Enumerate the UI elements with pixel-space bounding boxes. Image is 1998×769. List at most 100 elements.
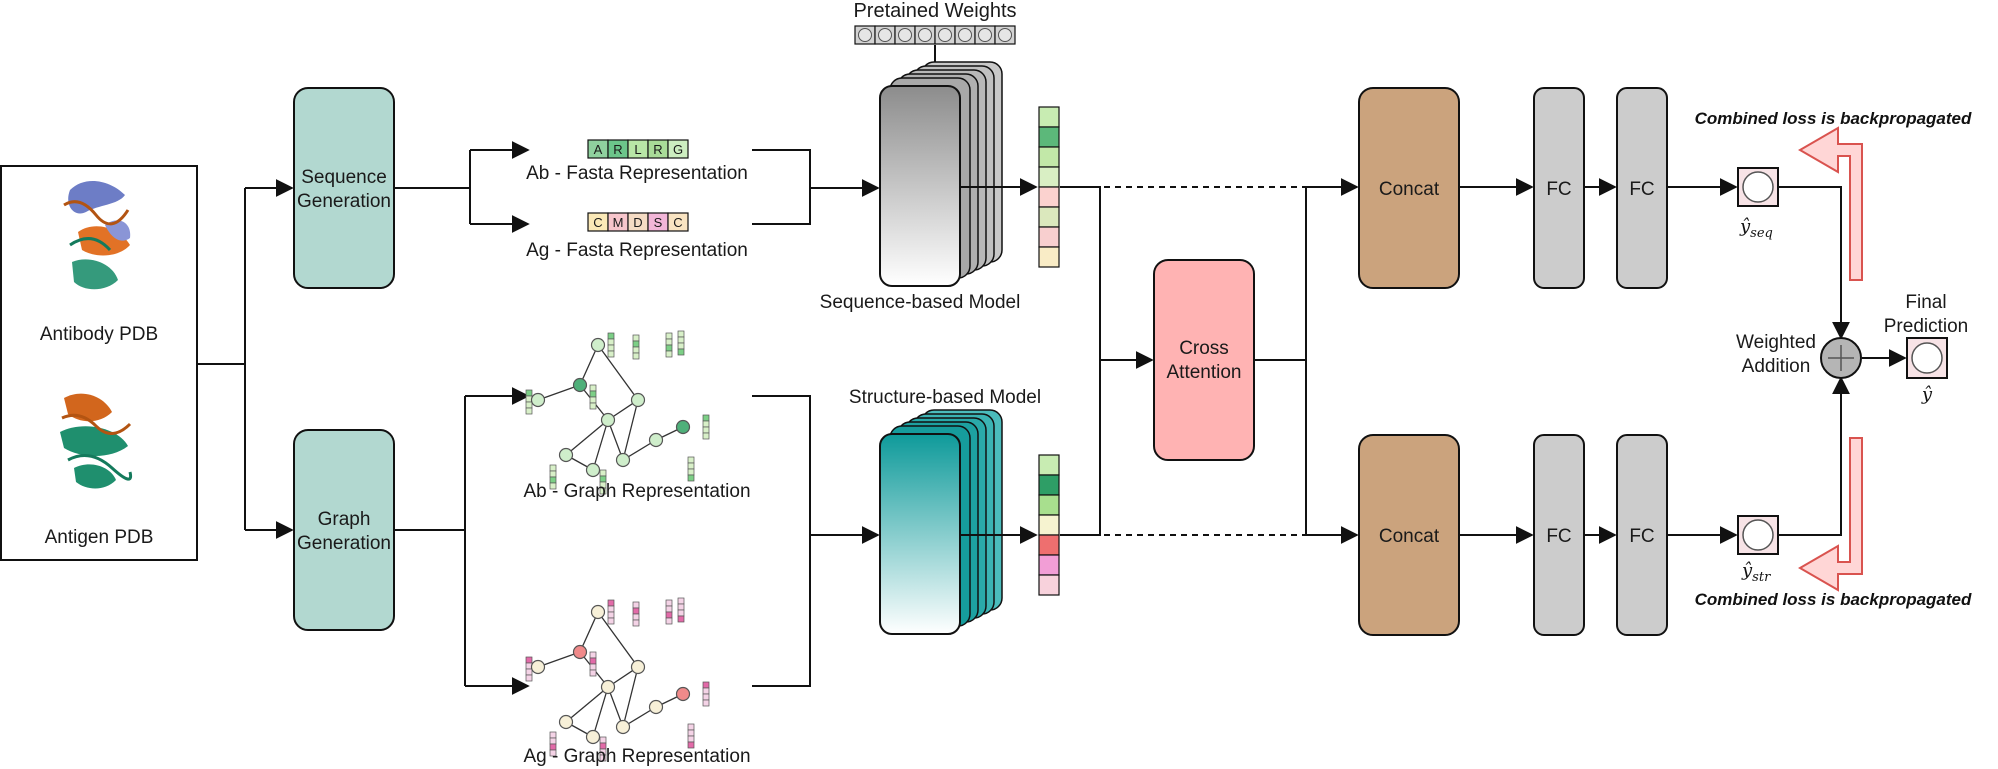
- final-label-2: Prediction: [1884, 316, 1969, 337]
- graph-feature-vector: [549, 464, 557, 490]
- graph-feature-vector: [549, 731, 557, 757]
- graph-node: [590, 604, 606, 620]
- graph-edge: [579, 344, 599, 386]
- graph-generation-box: Graph Generation: [293, 429, 395, 631]
- y-seq-output-node: ŷseq: [1737, 167, 1779, 241]
- graph-feature-vector: [525, 389, 533, 415]
- graph-feature-vector: [589, 651, 597, 677]
- embedding-cell: [1038, 574, 1060, 596]
- sequence-generation-label-1: Sequence: [301, 167, 387, 188]
- weight-cell: [914, 25, 936, 45]
- graph-node: [585, 462, 601, 478]
- weight-cell: [954, 25, 976, 45]
- ag-fasta-label: Ag - Fasta Representation: [526, 240, 748, 261]
- pretrained-weights: Pretained Weights: [853, 0, 1017, 86]
- graph-node: [572, 377, 588, 393]
- cross-attention-connectors: [1254, 178, 1359, 544]
- embedding-cell: [1038, 106, 1060, 128]
- antibody-pdb-label: Antibody PDB: [40, 324, 158, 345]
- graph-edge: [607, 686, 624, 728]
- structure-model-stack: Structure-based Model: [849, 387, 1041, 635]
- structure-embedding-vector: [1038, 454, 1060, 596]
- sequence-model-label: Sequence-based Model: [820, 292, 1021, 313]
- embedding-cell: [1038, 186, 1060, 208]
- graph-feature-vector: [665, 599, 673, 625]
- y-seq-label: ŷseq: [1739, 216, 1773, 241]
- residue-letter: R: [613, 142, 622, 157]
- fc-box-top-2: FC: [1616, 87, 1668, 289]
- embedding-cell: [1038, 166, 1060, 188]
- y-str-label: ŷstr: [1741, 560, 1771, 585]
- graph-feature-vector: [599, 736, 607, 762]
- antigen-pdb-label: Antigen PDB: [45, 527, 154, 548]
- y-str-output-node: ŷstr: [1737, 515, 1779, 585]
- residue-cell: R: [607, 139, 629, 159]
- cross-attention-label-2: Attention: [1167, 362, 1242, 383]
- loss-label-top: Combined loss is backpropagated: [1695, 109, 1972, 128]
- graph-generation-label-2: Generation: [297, 533, 391, 554]
- graph-edge: [565, 686, 609, 723]
- graph-feature-vector: [607, 332, 615, 358]
- graph-feature-vector: [702, 681, 710, 707]
- fc-label-top-2: FC: [1629, 179, 1654, 200]
- ag-graph-label: Ag - Graph Representation: [523, 746, 750, 767]
- ab-graph-image: [525, 330, 710, 495]
- concat-label-bottom: Concat: [1379, 526, 1440, 547]
- ab-graph-label: Ab - Graph Representation: [523, 481, 750, 502]
- concat-label-top: Concat: [1379, 179, 1440, 200]
- sequence-model-stack: Sequence-based Model: [820, 61, 1021, 313]
- fc-box-bottom-1: FC: [1533, 434, 1585, 636]
- graph-feature-vector: [702, 414, 710, 440]
- embedding-cell: [1038, 474, 1060, 496]
- ag-graph-image: [525, 597, 710, 762]
- embedding-cell: [1038, 206, 1060, 228]
- graph-edge: [565, 419, 609, 456]
- fc-label-top-1: FC: [1546, 179, 1571, 200]
- residue-letter: R: [653, 142, 662, 157]
- graph-node: [572, 644, 588, 660]
- graph-feature-vector: [665, 332, 673, 358]
- embedding-connectors: [960, 178, 1352, 544]
- embedding-cell: [1038, 554, 1060, 576]
- embedding-cell: [1038, 494, 1060, 516]
- cross-attention-box: Cross Attention: [1153, 259, 1255, 461]
- graph-feature-vector: [607, 599, 615, 625]
- head-connectors: [1459, 178, 1907, 544]
- concat-box-top: Concat: [1358, 87, 1460, 289]
- graph-feature-vector: [599, 469, 607, 495]
- graph-edge: [592, 419, 609, 471]
- concat-box-bottom: Concat: [1358, 434, 1460, 636]
- residue-cell: G: [667, 139, 689, 159]
- residue-cell: L: [627, 139, 649, 159]
- graph-feature-vector: [525, 656, 533, 682]
- weight-cell: [854, 25, 876, 45]
- residue-cell: R: [647, 139, 669, 159]
- graph-node: [600, 679, 616, 695]
- graph-node: [558, 447, 574, 463]
- residue-cell: C: [667, 212, 689, 232]
- fc-label-bottom-2: FC: [1629, 526, 1654, 547]
- embedding-cell: [1038, 146, 1060, 168]
- structure-model-label: Structure-based Model: [849, 387, 1041, 408]
- graph-node: [590, 337, 606, 353]
- graph-edge: [597, 344, 639, 401]
- graph-feature-vector: [677, 597, 685, 623]
- fc-box-top-1: FC: [1533, 87, 1585, 289]
- graph-node: [630, 659, 646, 675]
- graph-edge: [592, 686, 609, 738]
- fc-label-bottom-1: FC: [1546, 526, 1571, 547]
- residue-cell: S: [647, 212, 669, 232]
- residue-letter: S: [654, 215, 663, 230]
- graph-node: [615, 719, 631, 735]
- weight-cell: [894, 25, 916, 45]
- residue-letter: L: [634, 142, 641, 157]
- weight-cell: [874, 25, 896, 45]
- final-label-1: Final: [1905, 292, 1946, 313]
- graph-node: [675, 419, 691, 435]
- embedding-cell: [1038, 246, 1060, 268]
- graph-edge: [622, 666, 639, 728]
- embedding-cell: [1038, 126, 1060, 148]
- weight-cell: [934, 25, 956, 45]
- final-prediction-node: Final Prediction ŷ: [1884, 292, 1969, 405]
